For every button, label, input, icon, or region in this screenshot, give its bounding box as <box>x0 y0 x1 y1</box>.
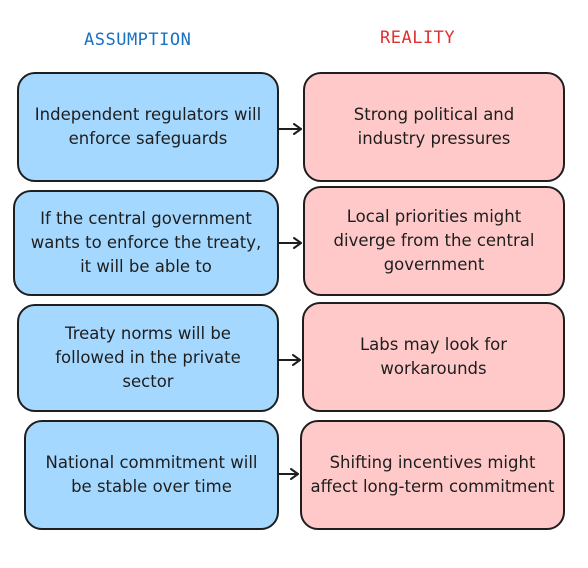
assumption-box-4: National commitment will be stable over … <box>24 420 279 530</box>
arrow-row-3 <box>278 354 301 366</box>
assumption-text-2: If the central government wants to enfor… <box>30 209 262 276</box>
assumption-box-1: Independent regulators will enforce safe… <box>17 72 279 182</box>
assumption-box-3: Treaty norms will be followed in the pri… <box>17 304 279 412</box>
arrow-row-1 <box>278 123 302 135</box>
arrow-row-2 <box>278 237 302 249</box>
reality-box-3: Labs may look for workarounds <box>302 302 565 412</box>
assumption-text-4: National commitment will be stable over … <box>45 453 258 496</box>
reality-text-1: Strong political and industry pressures <box>353 105 515 148</box>
arrow-row-4 <box>278 468 299 480</box>
reality-text-4: Shifting incentives might affect long-te… <box>310 453 555 496</box>
assumption-text-3: Treaty norms will be followed in the pri… <box>55 324 241 391</box>
reality-box-1: Strong political and industry pressures <box>303 72 565 182</box>
reality-box-2: Local priorities might diverge from the … <box>303 186 565 296</box>
reality-header: REALITY <box>380 28 456 48</box>
reality-text-2: Local priorities might diverge from the … <box>333 207 535 274</box>
reality-box-4: Shifting incentives might affect long-te… <box>300 420 565 530</box>
assumption-box-2: If the central government wants to enfor… <box>13 190 279 296</box>
assumption-text-1: Independent regulators will enforce safe… <box>34 105 262 148</box>
assumption-header: ASSUMPTION <box>84 30 192 50</box>
reality-text-3: Labs may look for workarounds <box>359 335 508 378</box>
